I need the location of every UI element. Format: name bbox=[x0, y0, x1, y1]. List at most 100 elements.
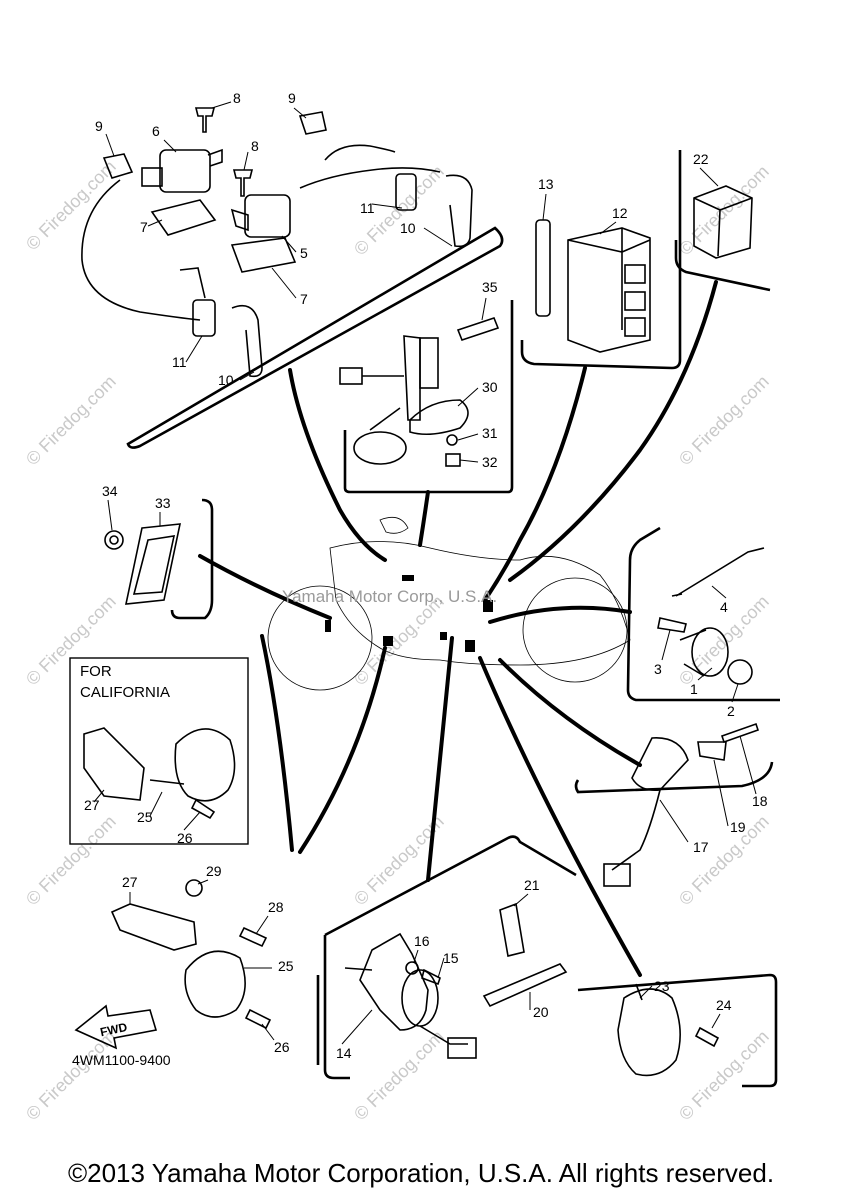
callout-3: 3 bbox=[654, 661, 662, 677]
callout-9: 9 bbox=[95, 118, 103, 134]
wire-to-california bbox=[260, 634, 294, 852]
horn-25-inset bbox=[149, 728, 236, 802]
callout-25b: 25 bbox=[278, 958, 294, 974]
group-bracket-starter bbox=[323, 835, 577, 1080]
wire-to-speed-sensor bbox=[498, 658, 642, 767]
leader-lines bbox=[93, 101, 757, 1045]
wire-to-cdi bbox=[483, 366, 587, 602]
callout-29: 29 bbox=[206, 863, 222, 879]
callout-11b: 11 bbox=[172, 354, 187, 370]
callout-7b: 7 bbox=[300, 291, 308, 307]
wire-to-starter bbox=[426, 636, 454, 882]
callout-23: 23 bbox=[654, 978, 670, 994]
callout-10: 10 bbox=[400, 220, 416, 236]
callout-26: 26 bbox=[177, 830, 193, 846]
callouts: 1 2 3 4 5 6 7 7 8 8 9 9 10 10 11 11 12 1… bbox=[84, 90, 768, 1061]
ignition-coil-5 bbox=[230, 194, 291, 238]
cdi-unit-12 bbox=[567, 227, 651, 353]
inset-label-california: CALIFORNIA bbox=[80, 684, 170, 701]
group-bracket-speed-sensor bbox=[574, 761, 774, 794]
callout-4: 4 bbox=[720, 599, 728, 615]
hi-tension-wires bbox=[81, 144, 441, 321]
california-inset-frame bbox=[69, 657, 249, 845]
group-bracket-horn bbox=[577, 973, 778, 1088]
callout-28: 28 bbox=[268, 899, 284, 915]
callout-6: 6 bbox=[152, 123, 160, 139]
coil-cover-7 bbox=[150, 199, 297, 273]
fuel-sender-30 bbox=[339, 335, 469, 465]
callout-31: 31 bbox=[482, 425, 498, 441]
bolt-18 bbox=[720, 722, 760, 744]
callout-24: 24 bbox=[716, 997, 732, 1013]
stud-20 bbox=[482, 963, 568, 1008]
callout-2: 2 bbox=[727, 703, 735, 719]
fwd-label: FWD bbox=[99, 1020, 129, 1039]
callout-22: 22 bbox=[693, 151, 709, 167]
sensor-1 bbox=[679, 627, 729, 677]
ignition-coil-6 bbox=[141, 148, 223, 193]
plug-cap-11 bbox=[179, 173, 417, 337]
lead-wire-4 bbox=[671, 547, 765, 597]
callout-25: 25 bbox=[137, 809, 153, 825]
screw-32 bbox=[445, 453, 461, 467]
callout-12: 12 bbox=[612, 205, 628, 221]
group-bracket-cdi bbox=[520, 150, 682, 370]
speed-sensor-17 bbox=[603, 737, 689, 887]
callout-17: 17 bbox=[693, 839, 709, 855]
harness-connector bbox=[383, 636, 393, 646]
nut-29 bbox=[185, 879, 203, 897]
horn-23 bbox=[617, 983, 681, 1077]
callout-16: 16 bbox=[414, 933, 430, 949]
o-ring-2 bbox=[727, 659, 753, 685]
bolt-26 bbox=[244, 1008, 272, 1030]
wire-to-reflector bbox=[198, 554, 332, 620]
horn-bracket-27-inset bbox=[83, 727, 145, 801]
callout-34: 34 bbox=[102, 483, 118, 499]
callout-26b: 26 bbox=[274, 1039, 290, 1055]
callout-9b: 9 bbox=[288, 90, 296, 106]
harness-connector bbox=[483, 600, 493, 612]
diagram-code: 4WM1100-9400 bbox=[72, 1052, 171, 1068]
center-watermark: Yamaha Motor Corp., U.S.A. bbox=[282, 587, 498, 606]
callout-30: 30 bbox=[482, 379, 498, 395]
group-bracket-reflector bbox=[170, 498, 214, 620]
wire-to-ignition bbox=[288, 368, 387, 562]
wire-to-fuel-sender bbox=[418, 490, 430, 547]
harness-connector bbox=[465, 640, 475, 652]
clamp-9 bbox=[102, 111, 327, 179]
nut-34 bbox=[104, 530, 124, 550]
reflector-33 bbox=[124, 523, 182, 605]
horn-25 bbox=[184, 950, 246, 1018]
clamp-21 bbox=[499, 902, 525, 957]
fwd-arrow bbox=[74, 1004, 158, 1050]
bolt-26-inset bbox=[190, 798, 216, 820]
callout-33: 33 bbox=[155, 495, 171, 511]
callout-7: 7 bbox=[140, 219, 148, 235]
harness-connector bbox=[325, 620, 331, 632]
callout-20: 20 bbox=[533, 1004, 549, 1020]
washer-31 bbox=[446, 434, 458, 446]
group-bracket-sensor bbox=[626, 526, 780, 702]
callout-5: 5 bbox=[300, 245, 308, 261]
callout-11: 11 bbox=[360, 200, 375, 216]
inset-label-for: FOR bbox=[80, 663, 112, 680]
callout-35: 35 bbox=[482, 279, 498, 295]
wire-to-sensor bbox=[488, 605, 632, 624]
callout-10b: 10 bbox=[218, 372, 234, 388]
bolt-28 bbox=[238, 926, 268, 948]
washer-16 bbox=[405, 961, 419, 975]
group-bracket-relay bbox=[674, 240, 771, 292]
callout-21: 21 bbox=[524, 877, 540, 893]
copyright-footer: ©2013 Yamaha Motor Corporation, U.S.A. A… bbox=[67, 1158, 775, 1188]
gasket-35 bbox=[456, 317, 500, 341]
callout-8b: 8 bbox=[251, 138, 259, 154]
wire-to-relay bbox=[508, 280, 718, 582]
clamp-19 bbox=[697, 741, 727, 761]
callout-27b: 27 bbox=[122, 874, 138, 890]
callout-32: 32 bbox=[482, 454, 498, 470]
harness-connector bbox=[402, 575, 414, 581]
wire-to-horn bbox=[478, 656, 642, 977]
callout-19: 19 bbox=[730, 819, 746, 835]
plug-cap-10 bbox=[231, 174, 473, 378]
